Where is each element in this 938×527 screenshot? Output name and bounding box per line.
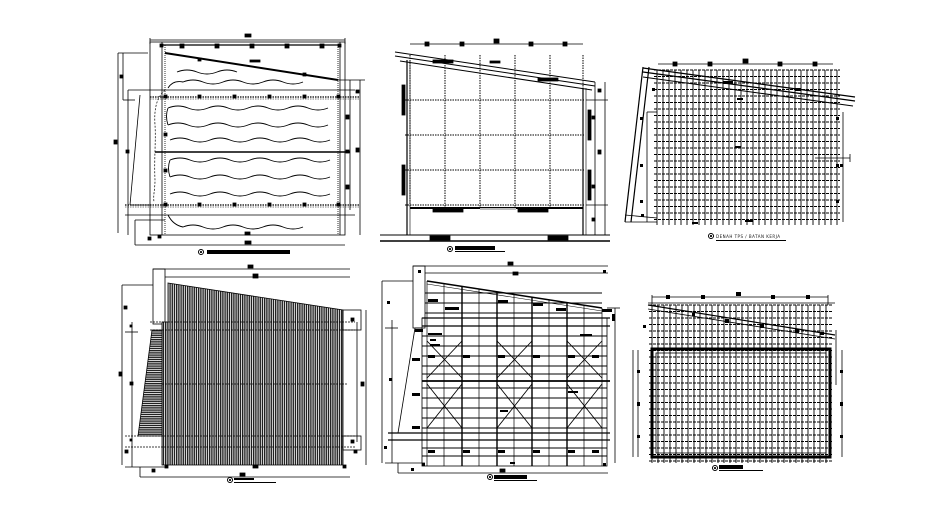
detail-marker-icon [227,477,233,483]
detail-marker-icon [712,465,718,471]
detail-marker-icon [708,233,714,239]
grid-plan-drawing [624,58,856,225]
panel-roof-sheeting-plan [110,262,370,487]
elevation-drawing [380,38,610,242]
panel-framing-plan [370,258,620,481]
drawing-title-bar [719,465,743,469]
drawing-title-underline [494,480,537,481]
detail-marker-icon [487,474,493,480]
detail-marker-icon [198,249,204,255]
drawing-title-bar [207,250,290,254]
drawing-title-underline [716,240,786,241]
panel-roof-plan-waves [110,30,370,260]
drawing-title-bar [494,475,527,479]
roof-sheeting-drawing [118,264,367,478]
drawing-title-bar [234,478,254,480]
panel-dense-grid-plan-2 [630,285,850,475]
panel-elevation-grid [370,30,610,260]
detail-marker-icon [447,246,453,252]
framing-drawing [381,261,620,474]
drawing-title-underline [455,251,505,252]
drawing-title-underline [719,470,763,471]
drawing-title-bar [455,246,495,250]
roof-plan-drawing [113,33,365,246]
drawing-title: DENAH TPS / BATAN KERJA [716,234,781,239]
grid-plan-drawing-2 [632,292,843,463]
drawing-title-underline [234,482,276,483]
panel-dense-grid-plan: DENAH TPS / BATAN KERJA [615,50,875,241]
